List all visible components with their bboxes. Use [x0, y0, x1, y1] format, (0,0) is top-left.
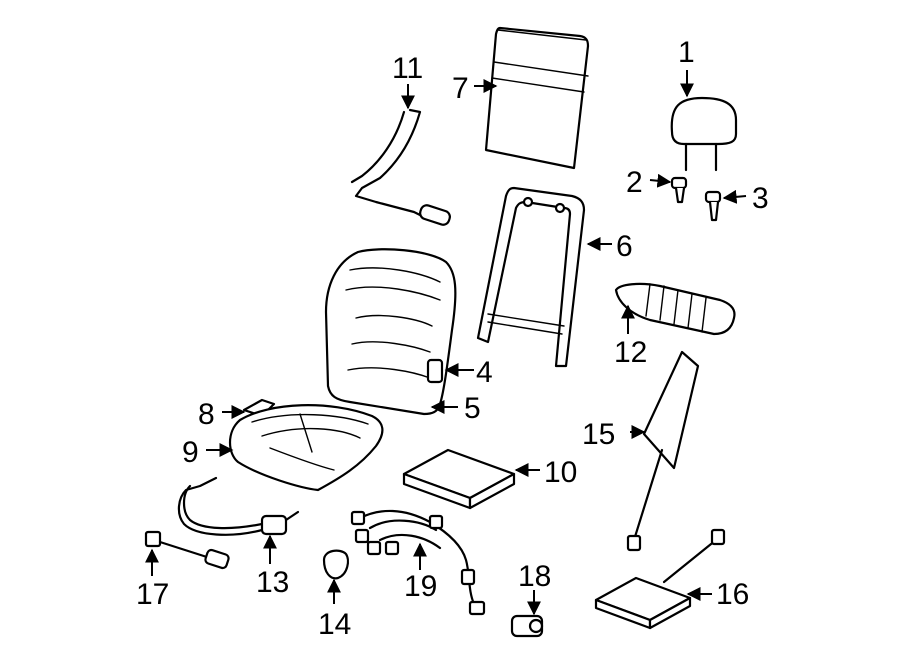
callout-11: 11 — [392, 52, 423, 85]
callout-10: 10 — [544, 456, 577, 489]
headrest-guide-part[interactable] — [670, 176, 688, 204]
lumbar-support-part[interactable] — [614, 282, 736, 336]
lumbar-knob-part[interactable] — [426, 358, 444, 384]
seat-pad-part[interactable] — [402, 448, 516, 510]
headrest-guide-lock-part[interactable] — [704, 190, 722, 222]
callout-6: 6 — [616, 230, 633, 263]
release-cable-part[interactable] — [177, 476, 300, 536]
callout-5: 5 — [464, 392, 481, 425]
callout-16: 16 — [716, 578, 749, 611]
wiring-harness-part[interactable] — [350, 509, 486, 616]
callout-17: 17 — [136, 578, 169, 611]
seat-back-cushion-part[interactable] — [324, 248, 457, 416]
callout-13: 13 — [256, 566, 289, 599]
callout-7: 7 — [452, 72, 469, 105]
seat-cushion-part[interactable] — [228, 404, 384, 492]
callout-2: 2 — [626, 166, 643, 199]
callout-12: 12 — [614, 336, 647, 369]
callout-14: 14 — [318, 608, 351, 641]
seat-sensor-part[interactable] — [510, 614, 544, 638]
back-board-part[interactable] — [626, 350, 700, 552]
callout-19: 19 — [404, 570, 437, 603]
callout-1: 1 — [678, 36, 695, 69]
callout-3: 3 — [752, 182, 769, 215]
callout-4: 4 — [476, 356, 493, 389]
callout-9: 9 — [182, 436, 199, 469]
seat-back-frame-part[interactable] — [476, 186, 586, 368]
leader-arrows — [145, 70, 747, 616]
seat-back-panel-part[interactable] — [484, 26, 590, 170]
callout-labels: 1 2 3 4 5 6 7 8 9 10 11 12 13 14 15 16 1… — [136, 36, 769, 641]
callout-18: 18 — [518, 560, 551, 593]
callout-8: 8 — [198, 398, 215, 431]
occupant-sensor-part[interactable] — [594, 528, 726, 630]
headrest-part[interactable] — [670, 96, 738, 172]
switch-lead-part[interactable] — [144, 530, 230, 570]
wire-clip-part[interactable] — [322, 549, 349, 580]
recliner-handle-part[interactable] — [350, 108, 451, 226]
callout-15: 15 — [582, 418, 615, 451]
